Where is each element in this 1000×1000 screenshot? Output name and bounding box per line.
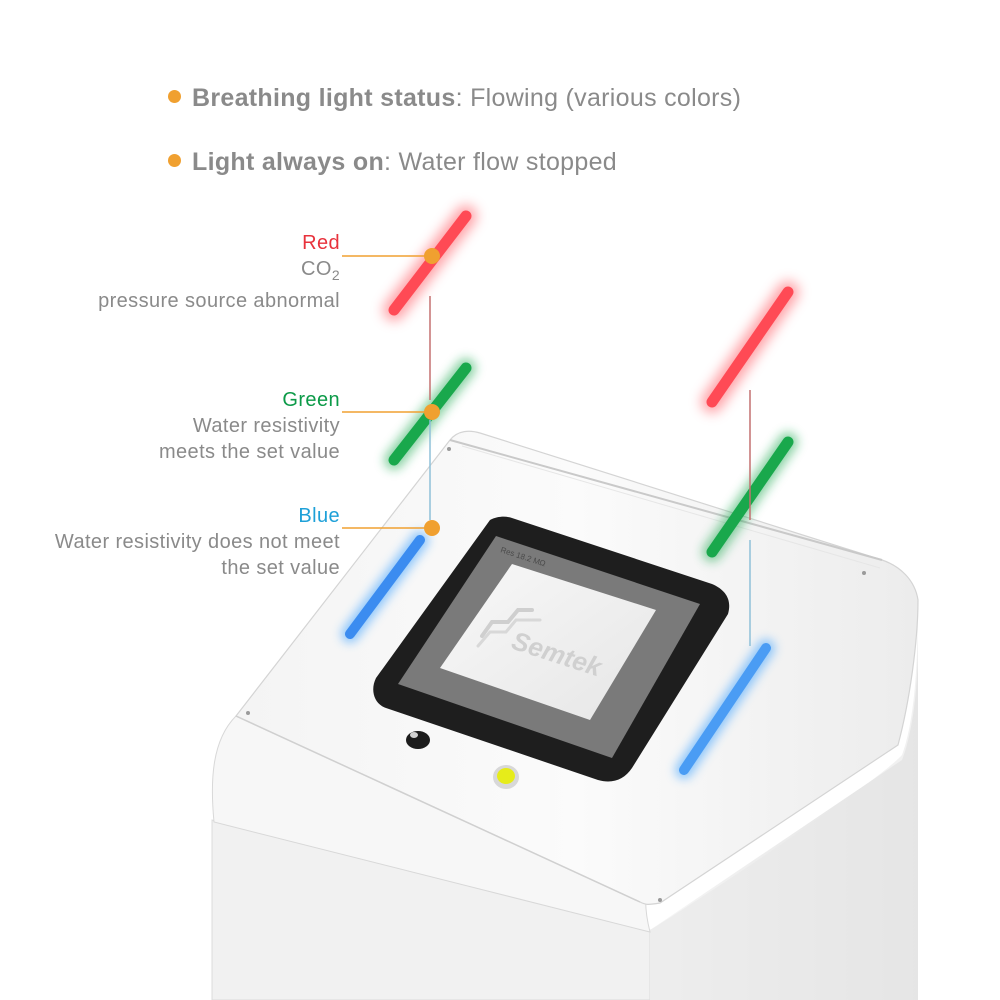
indicator-name-red: Red [302, 232, 340, 254]
legend-item-always-on: Light always on: Water flow stopped [168, 148, 617, 177]
legend-dot [168, 90, 181, 103]
indicator-label-blue: Blue Water resistivity does not meet the… [55, 503, 340, 581]
start-button[interactable] [493, 765, 519, 789]
legend-desc: Water flow stopped [398, 148, 617, 176]
indicator-label-green: Green Water resistivity meets the set va… [159, 387, 340, 465]
indicator-line: the set value [221, 557, 340, 579]
indicator-line: meets the set value [158, 441, 340, 463]
legend-item-breathing: Breathing light status: Flowing (various… [168, 84, 741, 113]
legend-colon: : [384, 148, 399, 176]
marker-blue [424, 520, 440, 536]
indicator-name-blue: Blue [298, 505, 340, 527]
marker-red [424, 248, 440, 264]
indicator-line: Water resistivity does not meet [54, 531, 340, 553]
legend-desc: Flowing (various colors) [470, 84, 742, 112]
legend-term: Light always on [192, 148, 385, 176]
key-switch[interactable] [406, 731, 430, 749]
co-text: CO [301, 258, 332, 280]
callout-blue [342, 520, 440, 536]
co2-subscript: 2 [331, 267, 340, 283]
touch-screen[interactable] [373, 516, 730, 782]
indicator-line: Water resistivity [192, 415, 340, 437]
callout-red [342, 248, 440, 264]
indicator-line: pressure source abnormal [98, 290, 340, 312]
right-light-bars [675, 281, 799, 779]
callout-green [342, 404, 440, 420]
legend-term: Breathing light status [192, 84, 456, 112]
indicator-line: CO2 [98, 256, 340, 288]
indicator-label-red: Red CO2 pressure source abnormal [98, 230, 340, 314]
indicator-name-green: Green [282, 389, 340, 411]
legend-colon: : [455, 84, 471, 112]
marker-green [424, 404, 440, 420]
legend-dot [168, 154, 181, 167]
